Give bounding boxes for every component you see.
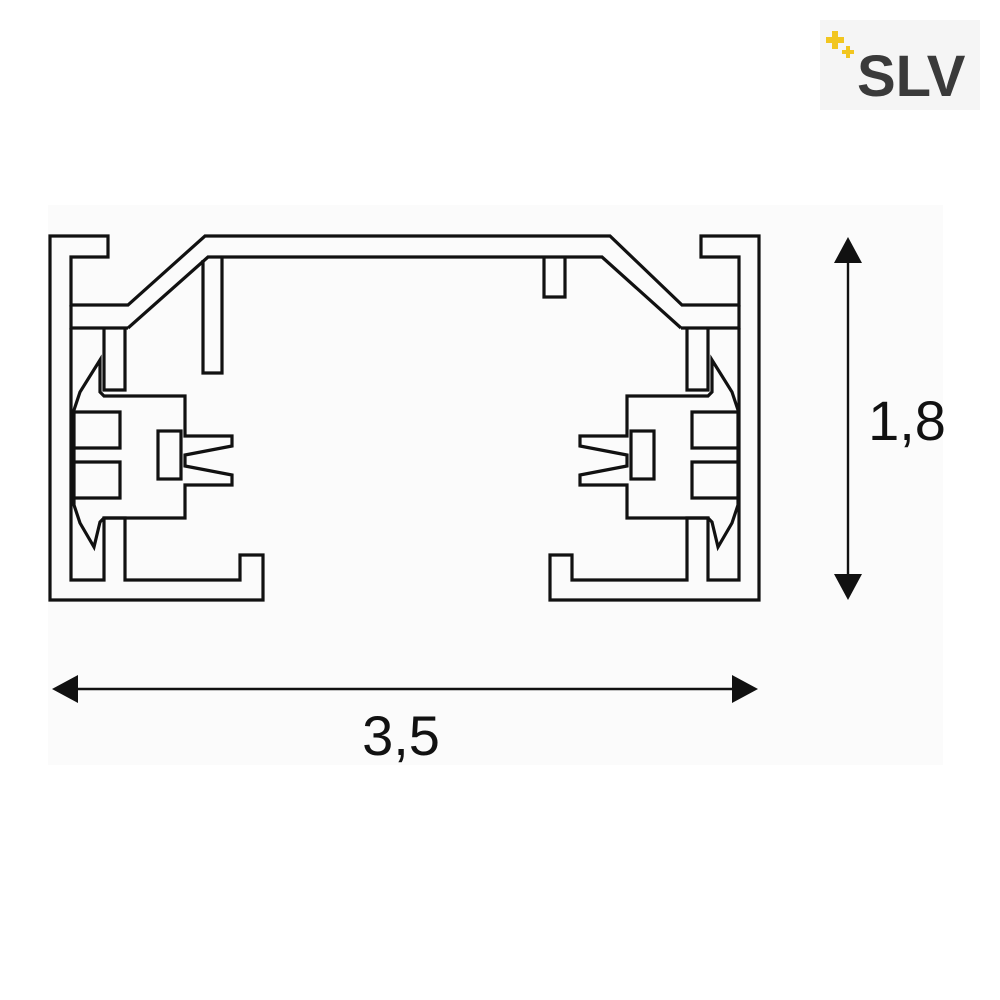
profile-right-wall xyxy=(548,305,761,602)
profile-top-inner xyxy=(126,255,683,330)
height-arrow-top xyxy=(834,237,862,263)
conductor-slot-left-bottom xyxy=(74,460,122,500)
width-arrow-right xyxy=(732,675,758,703)
height-dimension: 1,8 xyxy=(834,237,946,600)
conductor-block-right xyxy=(629,429,656,481)
conductor-slot-left-top xyxy=(74,410,122,450)
conductor-block-left xyxy=(156,429,183,481)
width-label: 3,5 xyxy=(362,704,440,767)
conductor-insert-left xyxy=(72,354,234,552)
logo-plus-icon xyxy=(826,31,854,58)
conductor-insert-right xyxy=(578,354,740,552)
logo-background xyxy=(820,20,980,110)
conductor-slot-right-bottom xyxy=(690,460,738,500)
slv-logo: SLV xyxy=(820,20,980,110)
logo-text: SLV xyxy=(857,44,966,109)
width-dimension: 3,5 xyxy=(52,675,758,767)
width-arrow-left xyxy=(52,675,78,703)
profile-top-outer xyxy=(48,234,761,307)
height-label: 1,8 xyxy=(868,389,946,452)
profile-fin-left xyxy=(201,257,224,375)
profile-right-inner-post xyxy=(685,328,710,392)
track-profile xyxy=(48,234,761,602)
height-arrow-bottom xyxy=(834,574,862,600)
profile-fin-right xyxy=(542,257,567,299)
conductor-slot-right-top xyxy=(690,410,738,450)
profile-left-wall xyxy=(48,305,265,602)
profile-left-inner-post xyxy=(102,328,127,392)
drawing-panel xyxy=(48,205,943,765)
